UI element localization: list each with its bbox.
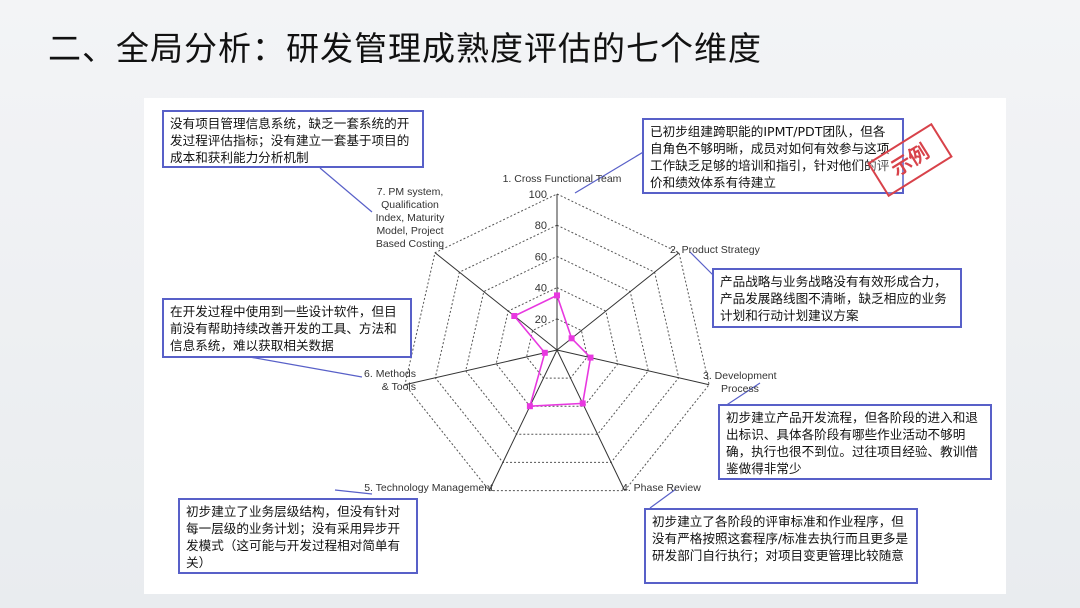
axis-label-5: 5. Technology Management (364, 482, 493, 494)
axis-label-line: 1. Cross Functional Team (503, 173, 622, 185)
series-point-7 (511, 313, 518, 319)
axis-label-line: 2. Product Strategy (670, 244, 761, 256)
grid-ring-5 (404, 193, 710, 492)
series-point-1 (554, 292, 560, 299)
series-point-6 (541, 349, 548, 356)
axis-spoke-2 (556, 252, 680, 351)
series-point-2 (568, 335, 575, 342)
axis-label-1: 1. Cross Functional Team (503, 173, 622, 185)
axis-label-6: 6. Methods& Tools (364, 368, 416, 393)
axis-spoke-6 (404, 349, 558, 386)
axis-label-line: 6. Methods (364, 368, 416, 380)
tick-label-40: 40 (535, 283, 547, 295)
series-line (513, 294, 592, 408)
axis-label-line: 4. Phase Review (622, 482, 701, 494)
axis-spoke-7 (434, 252, 558, 351)
tick-label-60: 60 (535, 251, 547, 263)
axis-spoke-5 (488, 349, 558, 491)
grid-ring-2 (495, 287, 619, 407)
note-phase-review: 初步建立了各阶段的评审标准和作业程序，但没有严格按照这套程序/标准去执行而且更多… (644, 508, 918, 584)
axis-label-2: 2. Product Strategy (670, 244, 761, 256)
axis-label-line: Model, Project (376, 225, 443, 237)
axis-spoke-4 (556, 349, 626, 491)
note-methods-tools: 在开发过程中使用到一些设计软件，但目前没有帮助持续改善开发的工具、方法和信息系统… (162, 298, 412, 358)
series-point-4 (579, 400, 586, 407)
axis-label-line: 5. Technology Management (364, 482, 493, 494)
grid-ring-1 (526, 318, 588, 379)
series-point-3 (587, 354, 594, 361)
axis-label-4: 4. Phase Review (622, 482, 701, 494)
note-pm-system: 没有项目管理信息系统，缺乏一套系统的开发过程评估指标；没有建立一套基于项目的成本… (162, 110, 424, 168)
tick-label-80: 80 (535, 220, 547, 232)
note-connector-6 (243, 355, 363, 378)
tick-label-100: 100 (529, 189, 547, 201)
note-connector-5 (334, 489, 373, 495)
note-cross-functional-team: 已初步组建跨职能的IPMT/PDT团队，但各自角色不够明晰，成员对如何有效参与这… (642, 118, 904, 194)
note-connector-7 (319, 167, 373, 213)
tick-label-20: 20 (535, 314, 547, 326)
note-technology-management: 初步建立了业务层级结构，但没有针对每一层级的业务计划；没有采用异步开发模式（这可… (178, 498, 418, 574)
axis-label-line: 3. Development (703, 370, 777, 382)
note-product-strategy: 产品战略与业务战略没有有效形成合力，产品发展路线图不清晰，缺乏相应的业务计划和行… (712, 268, 962, 328)
note-connector-1 (574, 147, 651, 194)
axis-label-line: & Tools (382, 381, 416, 393)
note-development-process: 初步建立产品开发流程，但各阶段的进入和退出标识、具体各阶段有哪些作业活动不够明确… (718, 404, 992, 480)
note-connector-3 (721, 382, 761, 409)
axis-label-line: 7. PM system, (377, 186, 444, 198)
series-point-5 (526, 403, 533, 410)
axis-spoke-3 (556, 349, 710, 386)
axis-label-line: Process (721, 383, 759, 395)
axis-label-line: Qualification (381, 199, 439, 211)
page-title: 二、全局分析：研发管理成熟度评估的七个维度 (48, 29, 762, 68)
note-connector-4 (649, 488, 677, 509)
axis-label-line: Index, Maturity (376, 212, 446, 224)
note-connector-2 (689, 251, 717, 279)
axis-label-line: Based Costing (376, 238, 444, 250)
grid-ring-3 (465, 255, 649, 435)
